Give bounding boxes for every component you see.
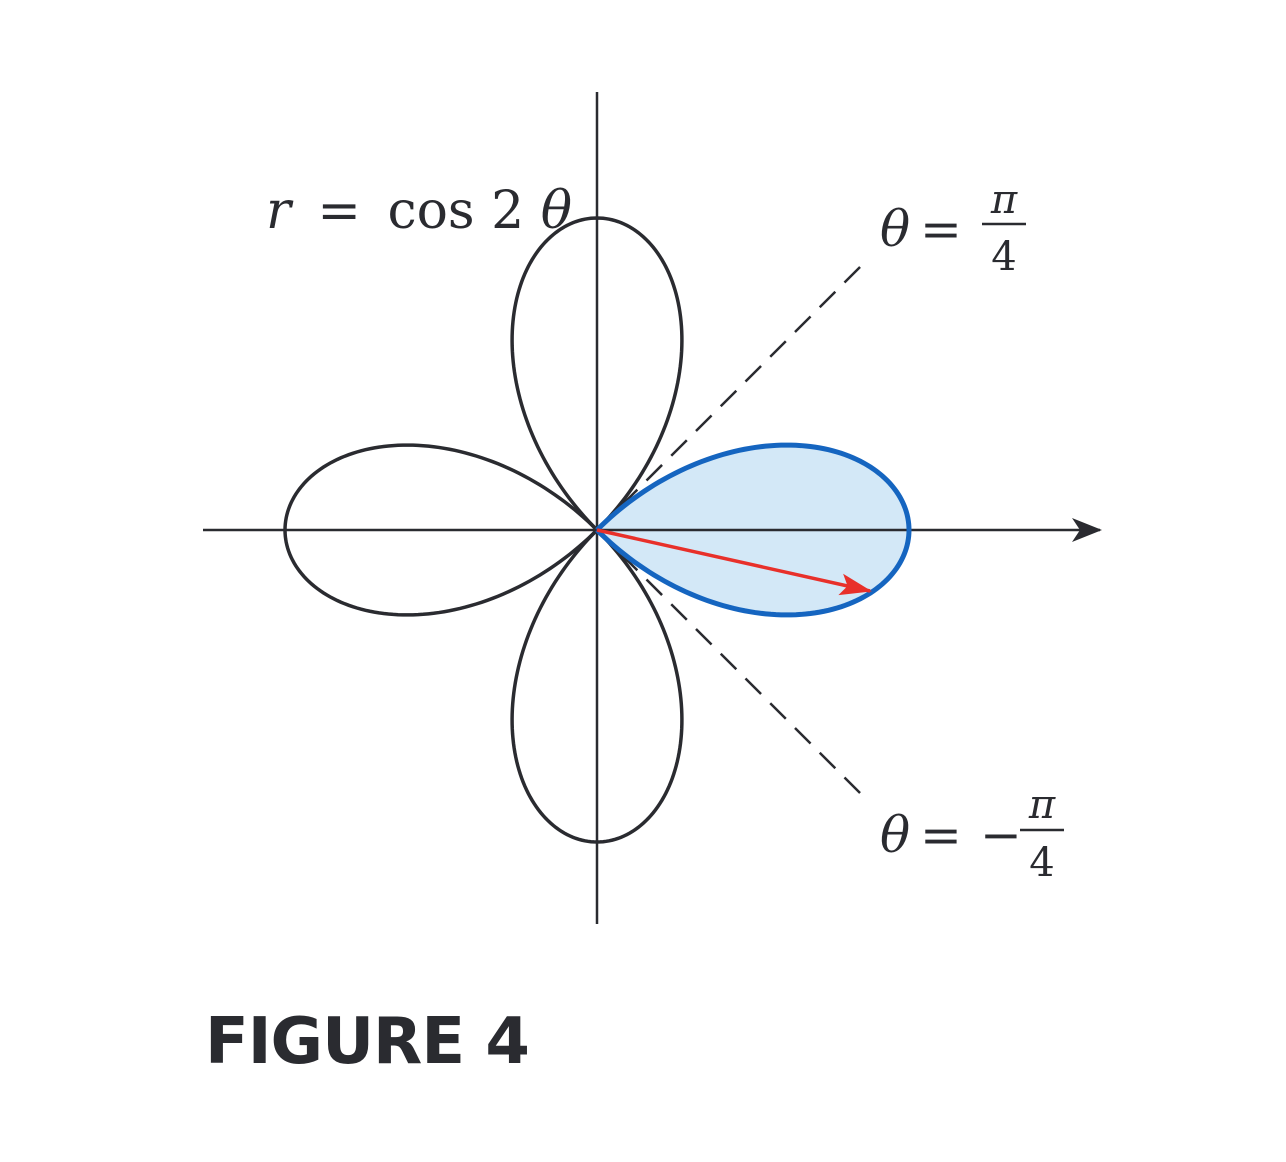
ray-upper-theta: θ [880, 200, 910, 258]
ray-lower-label: θ = − π 4 [880, 782, 1064, 886]
ray-upper-equals: = [920, 200, 962, 258]
ray-upper-label: θ = π 4 [880, 177, 1026, 280]
petal-bottom [510, 528, 684, 844]
ray-lower-minus: − [980, 806, 1022, 864]
petal-top [510, 216, 684, 532]
ray-upper-denominator: 4 [991, 234, 1016, 280]
ray-upper-dashed-line [596, 264, 863, 531]
ray-lower-denominator: 4 [1029, 840, 1054, 886]
petal-left [283, 443, 599, 617]
ray-upper-numerator: π [990, 177, 1018, 223]
radius-vector-arrow [596, 528, 872, 596]
ray-lower-theta: θ [880, 806, 910, 864]
ray-lower-equals: = [920, 806, 962, 864]
ray-lower-numerator: π [1028, 782, 1056, 828]
figure-caption: FIGURE 4 [205, 1005, 530, 1079]
ray-lower-dashed-line [596, 529, 863, 796]
curve-equation-label: r = cos 2 θ [266, 181, 572, 241]
petal-right-highlighted [595, 442, 912, 618]
